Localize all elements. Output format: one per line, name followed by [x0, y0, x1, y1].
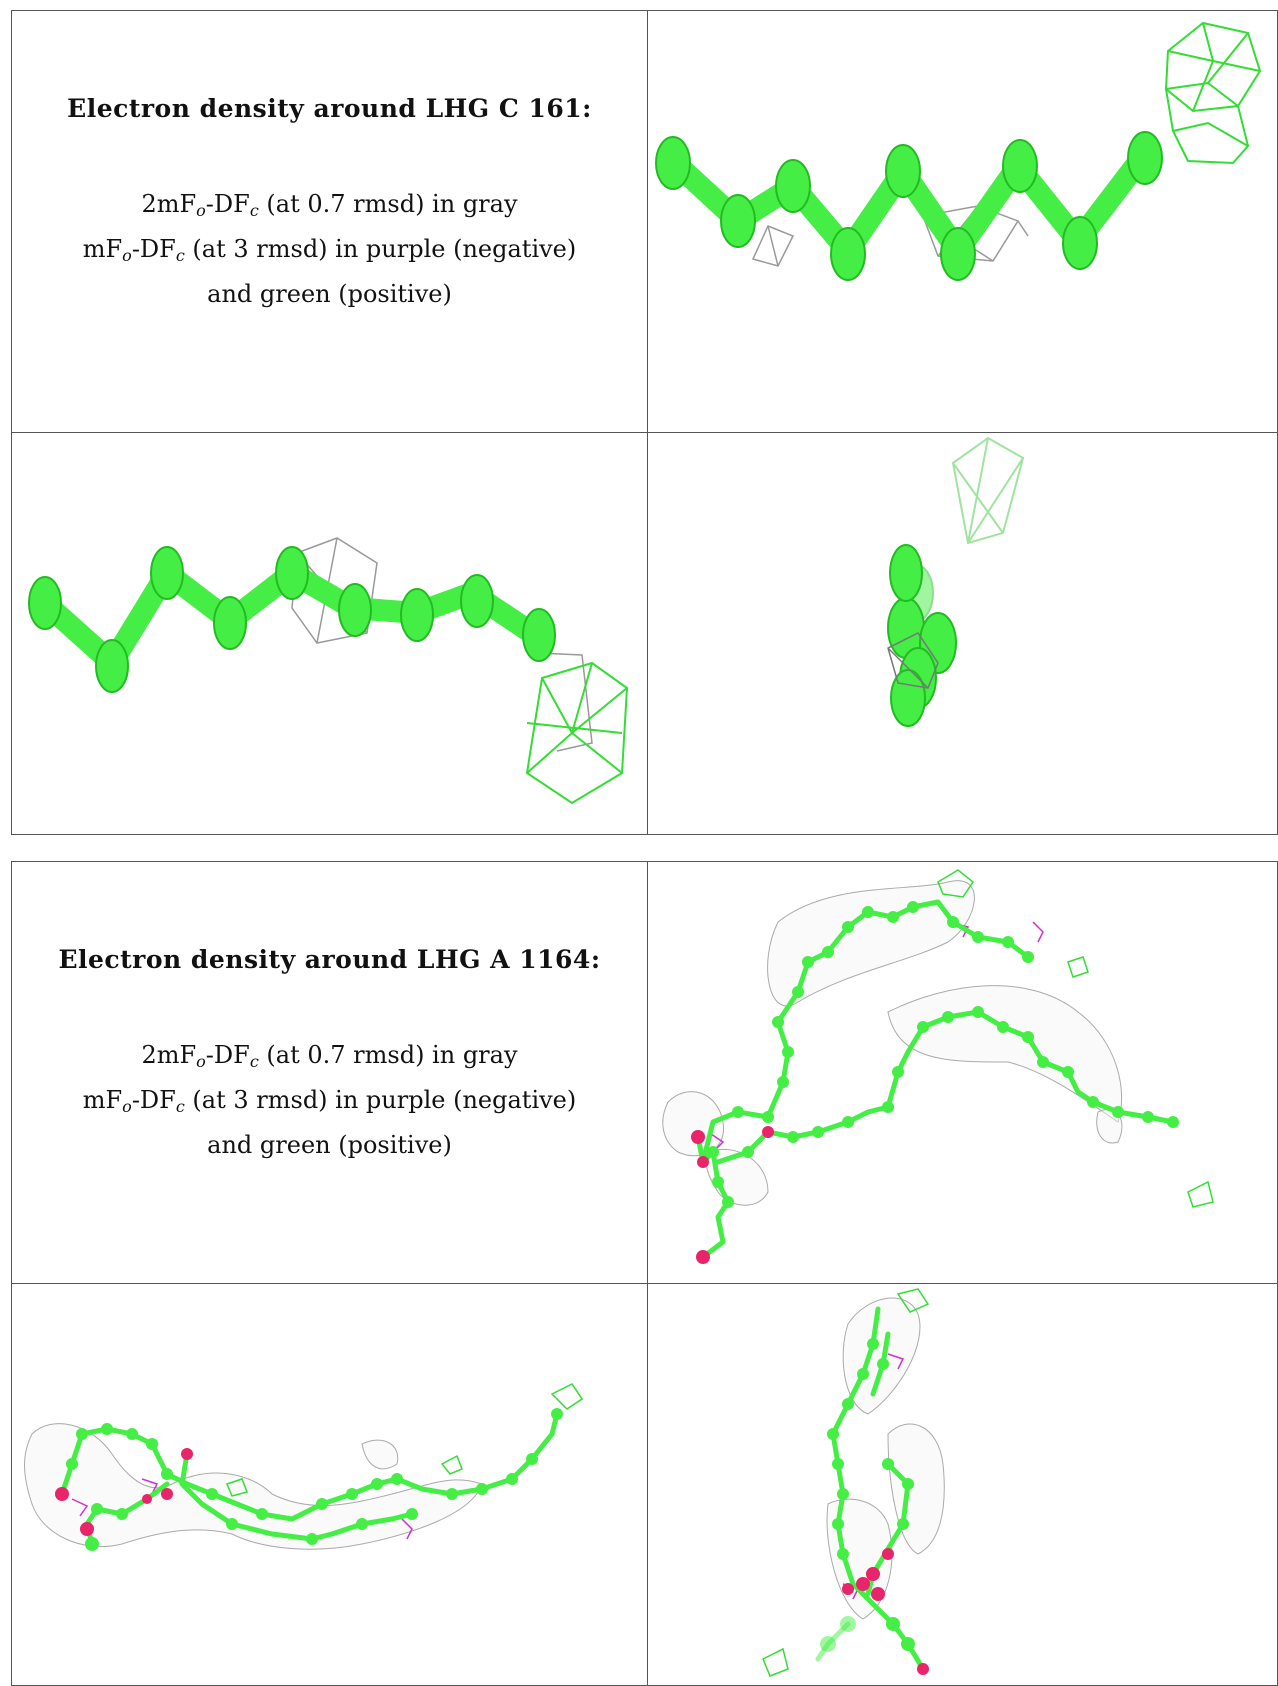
legend-line-2mfo: 2mFo-DFc (at 0.7 rmsd) in gray — [141, 190, 518, 220]
2fo-density-mesh — [24, 1423, 483, 1550]
ligand-atoms — [887, 544, 957, 727]
oxygen-atoms — [842, 1548, 929, 1675]
structure-view-top-right — [648, 862, 1278, 1283]
positive-density-mesh — [937, 869, 1214, 1208]
density-table-lhg-c-161: Electron density around LHG C 161: 2mFo-… — [11, 10, 1278, 835]
ligand-atoms — [655, 131, 1163, 281]
2fo-density-mesh — [887, 632, 939, 689]
table-divider-vertical — [647, 862, 648, 1685]
structure-view-bottom-left — [12, 1284, 647, 1686]
legend-line-mfo: mFo-DFc (at 3 rmsd) in purple (negative) — [82, 235, 577, 265]
legend-line-mfo: mFo-DFc (at 3 rmsd) in purple (negative) — [82, 1086, 577, 1116]
carbon-atoms — [820, 1338, 915, 1652]
molecule-render — [24, 1383, 584, 1551]
oxygen-atoms — [55, 1448, 193, 1536]
positive-density-mesh — [1164, 21, 1262, 165]
table-divider-horizontal — [12, 1283, 1277, 1284]
caption-title: Electron density around LHG C 161: — [67, 94, 592, 123]
table-divider-horizontal — [12, 432, 1277, 433]
negative-density-mesh — [71, 1478, 413, 1540]
oxygen-atoms — [691, 1126, 774, 1264]
positive-density-mesh — [951, 436, 1025, 545]
molecule-render — [655, 21, 1262, 281]
legend-line-green: and green (positive) — [207, 1131, 452, 1159]
structure-view-bottom-right — [648, 433, 1278, 835]
molecule-render — [662, 869, 1214, 1264]
ligand-atoms — [28, 546, 556, 693]
structure-view-bottom-left — [12, 433, 647, 835]
molecule-render — [762, 1288, 945, 1677]
positive-density-mesh — [525, 661, 629, 805]
table-divider-vertical — [647, 11, 648, 834]
positive-density-mesh — [225, 1383, 584, 1497]
caption-cell: Electron density around LHG C 161: 2mFo-… — [12, 11, 647, 432]
carbon-atoms — [66, 1408, 563, 1551]
molecule-render — [28, 537, 629, 805]
structure-view-bottom-right — [648, 1284, 1278, 1686]
positive-density-mesh — [762, 1288, 930, 1677]
caption-title: Electron density around LHG A 1164: — [58, 945, 601, 974]
legend-line-2mfo: 2mFo-DFc (at 0.7 rmsd) in gray — [141, 1041, 518, 1071]
carbon-atoms — [707, 901, 1179, 1208]
structure-view-top-right — [648, 11, 1278, 432]
legend-line-green: and green (positive) — [207, 280, 452, 308]
density-table-lhg-a-1164: Electron density around LHG A 1164: 2mFo… — [11, 861, 1278, 1686]
caption-legend: 2mFo-DFc (at 0.7 rmsd) in gray mFo-DFc (… — [83, 1036, 577, 1164]
molecule-render — [887, 436, 1025, 727]
caption-cell: Electron density around LHG A 1164: 2mFo… — [12, 862, 647, 1283]
caption-legend: 2mFo-DFc (at 0.7 rmsd) in gray mFo-DFc (… — [83, 185, 577, 313]
